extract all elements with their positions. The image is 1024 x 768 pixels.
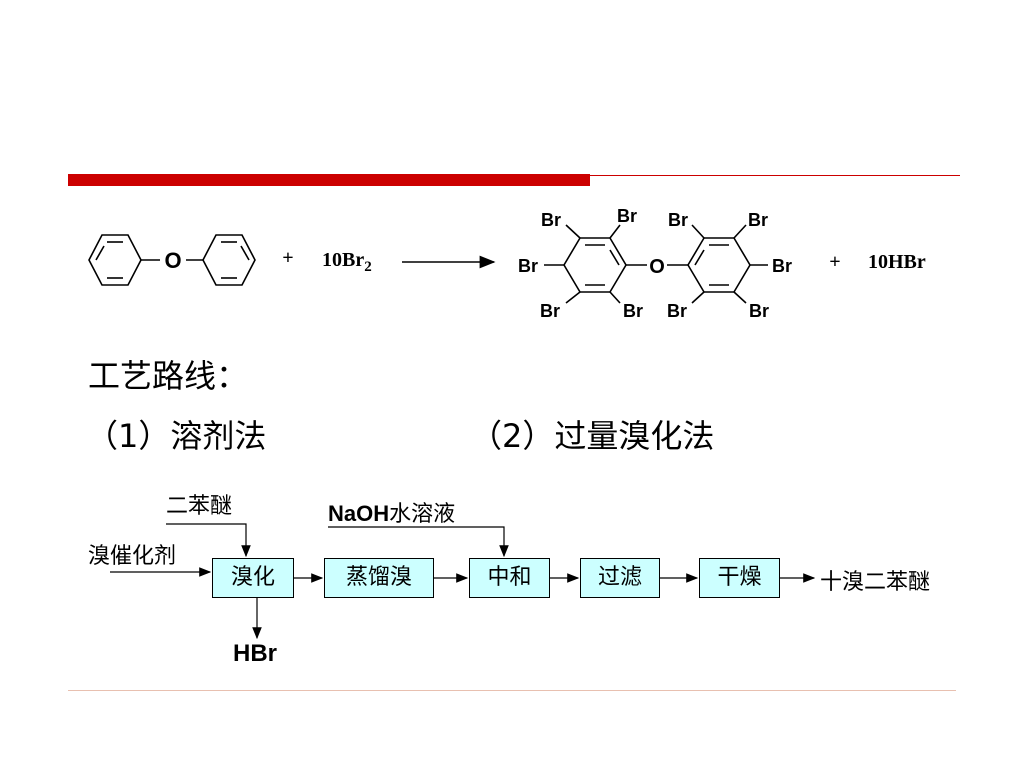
step-drying: 干燥: [699, 558, 780, 598]
title-accent-line: [590, 175, 960, 176]
input-naoh-solution: NaOH水溶液: [328, 501, 456, 527]
step-filtration: 过滤: [580, 558, 660, 598]
step-bromination: 溴化: [212, 558, 294, 598]
reaction-equation: O + 10Br2 O Br Br Br Br Br Br Br B: [88, 206, 926, 321]
br-label-2: Br: [617, 206, 637, 226]
plus-sign-1: +: [282, 247, 293, 269]
method-1-label: （1）溶剂法: [86, 417, 267, 455]
step-neutralization: 中和: [469, 558, 550, 598]
hbr-byproduct: 10HBr: [868, 251, 926, 273]
arrow-diphenyl-ether-in: [166, 523, 251, 558]
footer-divider: [68, 690, 956, 691]
br-label-10: Br: [749, 301, 769, 321]
plus-sign-2: +: [829, 251, 840, 273]
product-oxygen-label: O: [649, 256, 665, 278]
benzene-ring-left: [88, 234, 142, 286]
route-title: 工艺路线：: [88, 357, 249, 395]
br-label-9: Br: [667, 301, 687, 321]
br-label-3: Br: [668, 210, 688, 230]
br-label-1: Br: [541, 210, 561, 230]
input-bromine-catalyst: 溴催化剂: [88, 544, 177, 569]
byproduct-hbr: HBr: [233, 640, 278, 667]
input-diphenyl-ether: 二苯醚: [166, 494, 233, 519]
br-label-5: Br: [518, 256, 538, 276]
step-distill-bromine: 蒸馏溴: [324, 558, 434, 598]
bromine-labels: Br Br Br Br Br Br Br Br Br Br: [518, 206, 792, 321]
bromine-reagent: 10Br2: [322, 249, 372, 275]
benzene-ring-right: [202, 234, 256, 286]
decabromodiphenyl-ether-structure: [544, 224, 768, 304]
br-label-7: Br: [540, 301, 560, 321]
ether-oxygen-label: O: [164, 248, 181, 273]
arrow-naoh-in: [328, 526, 509, 558]
output-product: 十溴二苯醚: [820, 570, 931, 595]
method-2-label: （2）过量溴化法: [470, 417, 715, 455]
br-label-8: Br: [623, 301, 643, 321]
diphenyl-ether-structure: [88, 234, 256, 286]
br-label-6: Br: [772, 256, 792, 276]
br-label-4: Br: [748, 210, 768, 230]
title-accent-bar: [68, 174, 590, 186]
